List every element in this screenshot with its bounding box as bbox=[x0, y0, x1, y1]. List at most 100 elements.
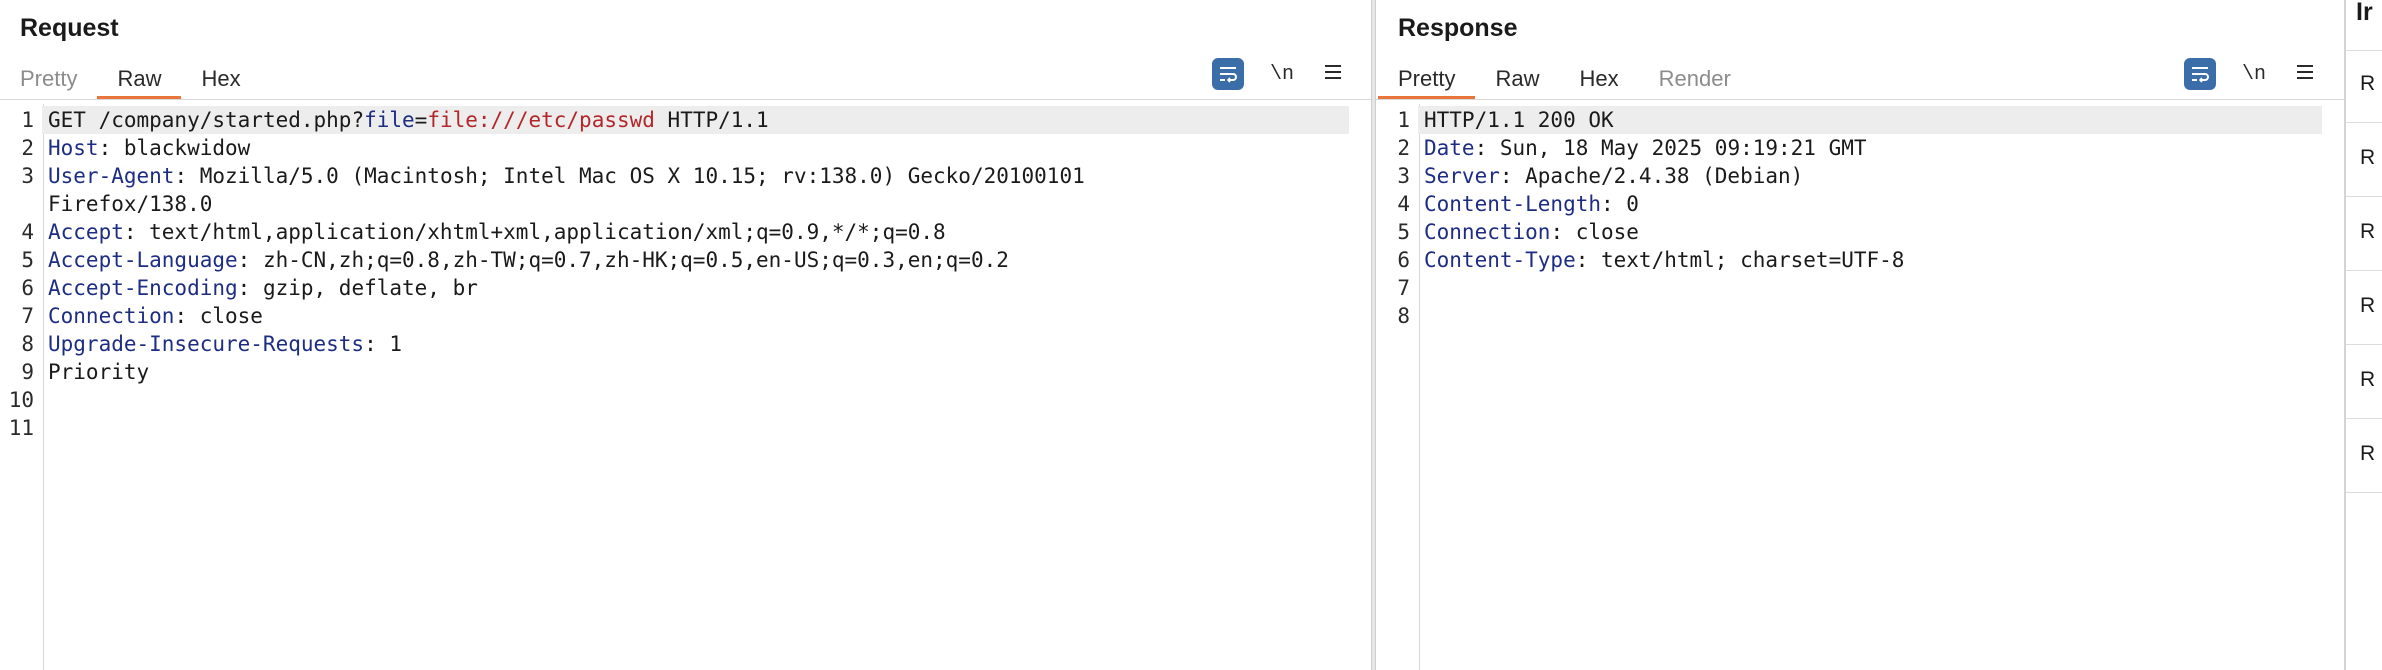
code-line: 4 Accept: text/html,application/xhtml+xm… bbox=[0, 218, 1349, 246]
wrap-lines-icon[interactable] bbox=[2184, 58, 2216, 90]
response-editor[interactable]: 1 HTTP/1.1 200 OK 2 Date: Sun, 18 May 20… bbox=[1376, 104, 2344, 670]
line-number: 7 bbox=[1397, 276, 1410, 300]
response-tab-pretty[interactable]: Pretty bbox=[1378, 60, 1476, 100]
line-number: 7 bbox=[21, 304, 34, 328]
header-value: : gzip, deflate, br bbox=[237, 276, 478, 300]
header-value: : 0 bbox=[1601, 192, 1639, 216]
header-key: Accept bbox=[48, 220, 124, 244]
pane-divider[interactable] bbox=[1371, 0, 1376, 670]
request-path: /company/started.php? bbox=[98, 108, 365, 132]
line-number: 3 bbox=[1397, 164, 1410, 188]
line-number: 2 bbox=[21, 136, 34, 160]
response-tabs: Pretty Raw Hex Render bbox=[1376, 60, 1751, 100]
request-tabs: Pretty Raw Hex bbox=[0, 60, 261, 100]
line-number: 6 bbox=[1397, 248, 1410, 272]
menu-icon[interactable] bbox=[2296, 64, 2314, 85]
code-line: 6 Accept-Encoding: gzip, deflate, br bbox=[0, 274, 1349, 302]
header-value: : Mozilla/5.0 (Macintosh; Intel Mac OS X… bbox=[174, 164, 1085, 188]
inspector-item[interactable]: R bbox=[2360, 294, 2376, 317]
header-value: : Apache/2.4.38 (Debian) bbox=[1499, 164, 1804, 188]
request-tab-pretty[interactable]: Pretty bbox=[20, 66, 78, 91]
wrap-lines-icon[interactable] bbox=[1212, 58, 1244, 90]
header-key: Content-Length bbox=[1424, 192, 1602, 216]
line-number: 8 bbox=[21, 332, 34, 356]
line-number: 4 bbox=[1397, 192, 1410, 216]
line-number bbox=[0, 190, 42, 218]
line-number: 6 bbox=[21, 276, 34, 300]
header-value: : close bbox=[174, 304, 263, 328]
query-param-value: file:///etc/passwd bbox=[427, 108, 655, 132]
show-newlines-button[interactable]: \n bbox=[1270, 62, 1295, 86]
header-key: Host bbox=[48, 136, 99, 160]
request-pane: Request Pretty Raw Hex \n 1 GET /company… bbox=[0, 14, 1371, 670]
code-line: 5 Connection: close bbox=[1376, 218, 2322, 246]
header-key: Content-Type bbox=[1424, 248, 1576, 272]
code-line: 1 HTTP/1.1 200 OK bbox=[1376, 106, 2322, 134]
request-tab-hex[interactable]: Hex bbox=[201, 66, 241, 91]
empty-line bbox=[42, 386, 1349, 414]
query-param-eq: = bbox=[414, 108, 428, 132]
response-tab-render[interactable]: Render bbox=[1658, 66, 1731, 91]
code-line: 9 Priority bbox=[0, 358, 1349, 386]
header-value-continued: Firefox/138.0 bbox=[48, 192, 213, 216]
line-number: 9 bbox=[21, 360, 34, 384]
line-gutter bbox=[1376, 104, 1420, 670]
line-number: 5 bbox=[21, 248, 34, 272]
header-value: : text/html; charset=UTF-8 bbox=[1575, 248, 1905, 272]
request-tab-raw[interactable]: Raw bbox=[97, 60, 182, 100]
header-key: Accept-Encoding bbox=[48, 276, 238, 300]
header-key: Connection bbox=[1424, 220, 1551, 244]
request-method: GET bbox=[48, 108, 99, 132]
status-line: HTTP/1.1 200 OK bbox=[1418, 106, 2322, 134]
request-protocol: HTTP/1.1 bbox=[654, 108, 769, 132]
line-number: 1 bbox=[21, 108, 34, 132]
code-line: 3 Server: Apache/2.4.38 (Debian) bbox=[1376, 162, 2322, 190]
code-line: 4 Content-Length: 0 bbox=[1376, 190, 2322, 218]
header-key: Priority bbox=[48, 360, 150, 384]
line-gutter bbox=[0, 104, 44, 670]
code-line: 7 bbox=[1376, 274, 2322, 302]
line-number: 8 bbox=[1397, 304, 1410, 328]
header-key: User-Agent bbox=[48, 164, 175, 188]
inspector-item[interactable]: R bbox=[2360, 368, 2376, 391]
show-newlines-button[interactable]: \n bbox=[2242, 62, 2267, 86]
line-number: 2 bbox=[1397, 136, 1410, 160]
code-line: 7 Connection: close bbox=[0, 302, 1349, 330]
response-lines: 1 HTTP/1.1 200 OK 2 Date: Sun, 18 May 20… bbox=[1376, 106, 2322, 330]
query-param-name: file bbox=[364, 108, 415, 132]
inspector-panel: Ir R R R R R R bbox=[2344, 0, 2382, 670]
inspector-item[interactable]: R bbox=[2360, 72, 2376, 95]
empty-line bbox=[42, 414, 1349, 442]
code-line: 8 bbox=[1376, 302, 2322, 330]
response-title: Response bbox=[1398, 14, 1518, 42]
request-editor[interactable]: 1 GET /company/started.php?file=file:///… bbox=[0, 104, 1371, 670]
line-number: 3 bbox=[21, 164, 34, 188]
line-number: 1 bbox=[1397, 108, 1410, 132]
response-pane: Response Pretty Raw Hex Render \n 1 HTTP… bbox=[1376, 0, 2344, 670]
inspector-title: Ir bbox=[2356, 0, 2373, 26]
header-value: : close bbox=[1550, 220, 1639, 244]
header-value: : Sun, 18 May 2025 09:19:21 GMT bbox=[1474, 136, 1867, 160]
response-tab-raw[interactable]: Raw bbox=[1495, 66, 1540, 91]
header-value: : zh-CN,zh;q=0.8,zh-TW;q=0.7,zh-HK;q=0.5… bbox=[237, 248, 1009, 272]
line-number: 4 bbox=[21, 220, 34, 244]
inspector-item[interactable]: R bbox=[2360, 442, 2376, 465]
code-line: 10 bbox=[0, 386, 1349, 414]
code-line: 5 Accept-Language: zh-CN,zh;q=0.8,zh-TW;… bbox=[0, 246, 1349, 274]
header-value: : blackwidow bbox=[98, 136, 251, 160]
inspector-item[interactable]: R bbox=[2360, 220, 2376, 243]
response-tab-hex[interactable]: Hex bbox=[1579, 66, 1619, 91]
request-title: Request bbox=[20, 14, 119, 42]
empty-line bbox=[1418, 302, 2322, 330]
header-key: Accept-Language bbox=[48, 248, 238, 272]
header-key: Date bbox=[1424, 136, 1475, 160]
code-line: 2 Host: blackwidow bbox=[0, 134, 1349, 162]
code-line: 1 GET /company/started.php?file=file:///… bbox=[0, 106, 1349, 134]
inspector-item[interactable]: R bbox=[2360, 146, 2376, 169]
code-line: 3 User-Agent: Mozilla/5.0 (Macintosh; In… bbox=[0, 162, 1349, 190]
menu-icon[interactable] bbox=[1324, 64, 1342, 85]
response-toolbar: \n bbox=[2184, 58, 2314, 90]
code-line: Firefox/138.0 bbox=[0, 190, 1349, 218]
line-number: 5 bbox=[1397, 220, 1410, 244]
code-line: 6 Content-Type: text/html; charset=UTF-8 bbox=[1376, 246, 2322, 274]
